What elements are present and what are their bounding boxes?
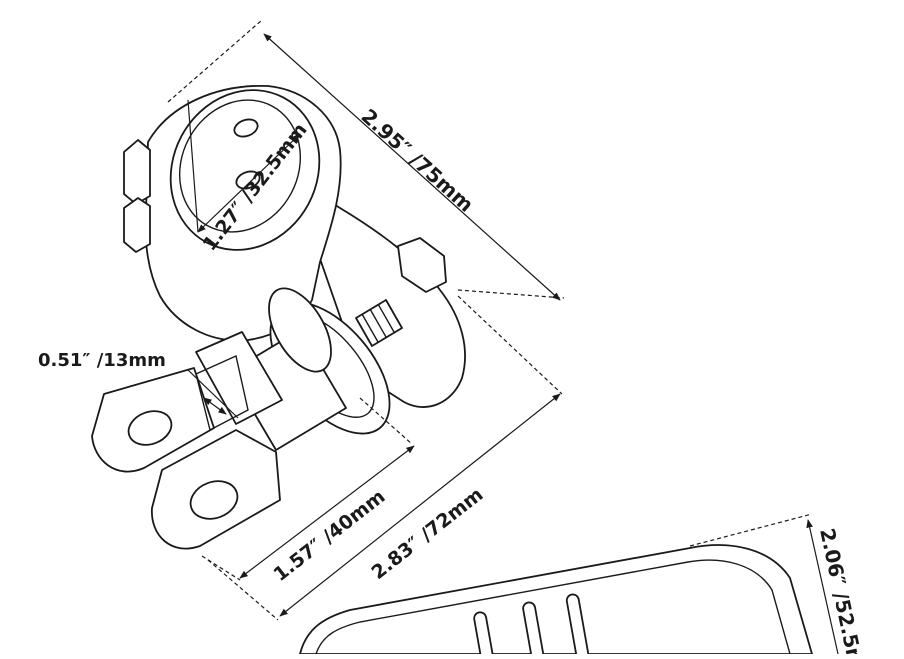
dim-label-clamp-length: 2.95″ /75mm: [357, 104, 479, 217]
dim-label-mount-width: 0.51″ /13mm: [38, 350, 166, 371]
dimension-mount-width: 0.51″ /13mm: [38, 350, 239, 419]
